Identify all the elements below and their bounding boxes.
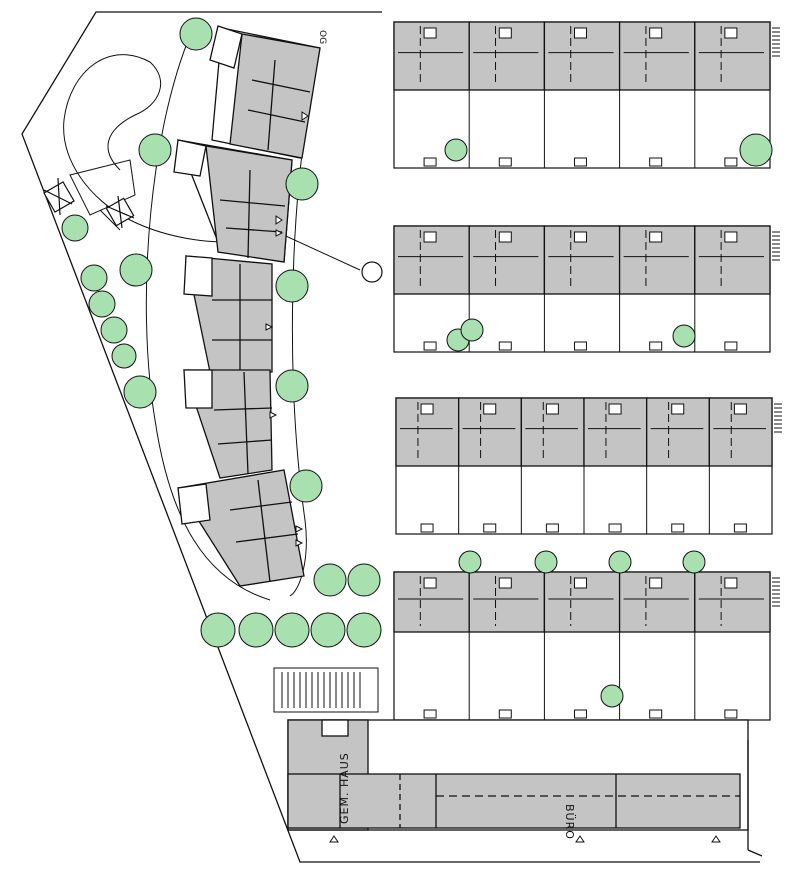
tree xyxy=(100,316,128,344)
tree xyxy=(310,612,346,648)
tree xyxy=(682,550,706,574)
row-house-unit xyxy=(694,225,771,352)
curved-segment-1 xyxy=(209,25,321,159)
trees xyxy=(61,17,773,708)
tree xyxy=(600,684,624,708)
row-house-unit xyxy=(543,225,621,352)
row-house-unit xyxy=(458,397,522,534)
curved-block xyxy=(173,25,321,587)
row-house-row-3 xyxy=(395,397,782,535)
tree xyxy=(111,343,137,369)
stairs-hatching xyxy=(273,667,379,713)
curved-segment-5 xyxy=(176,469,305,587)
row-house-unit xyxy=(618,21,696,168)
tree xyxy=(274,612,310,648)
row-house-unit xyxy=(618,225,696,352)
row-house-unit xyxy=(583,397,648,534)
playground-structure-1 xyxy=(43,177,75,216)
row-house-rows xyxy=(393,21,782,721)
site-boundary xyxy=(21,11,760,863)
community-block xyxy=(287,719,763,857)
tree xyxy=(275,269,309,303)
row-house-row-4 xyxy=(393,571,780,721)
row-house-unit xyxy=(646,397,710,534)
row-house-unit xyxy=(468,571,546,720)
curved-segment-4 xyxy=(183,369,273,479)
row-house-unit xyxy=(694,571,771,720)
row-house-unit xyxy=(694,21,771,168)
row-house-unit xyxy=(543,571,621,720)
tree xyxy=(346,612,382,648)
tree xyxy=(138,133,172,167)
row-house-unit xyxy=(393,225,470,352)
row-house-unit xyxy=(393,21,470,168)
tree xyxy=(289,469,323,503)
row-house-unit xyxy=(543,21,621,168)
office-label: BÜRO xyxy=(563,804,576,840)
stairs-hatching xyxy=(772,27,780,57)
tree xyxy=(88,290,116,318)
entrance-markers xyxy=(265,111,309,547)
playground-structure-2 xyxy=(105,195,135,229)
row-house-unit xyxy=(708,397,773,534)
row-house-unit xyxy=(618,571,696,720)
stairs-hatching xyxy=(772,231,780,261)
row-house-unit xyxy=(520,397,585,534)
tree xyxy=(179,17,213,51)
floor-marker-label: OG xyxy=(317,30,327,44)
tree xyxy=(534,550,558,574)
row-house-unit xyxy=(468,21,546,168)
stairs-hatching xyxy=(774,403,782,433)
tree xyxy=(313,563,347,597)
curved-segment-3 xyxy=(183,255,273,373)
tree xyxy=(123,375,157,409)
tree xyxy=(444,138,468,162)
office-markers xyxy=(329,835,721,843)
curved-segment-2 xyxy=(173,139,293,263)
tree xyxy=(119,253,153,287)
tree xyxy=(739,133,773,167)
tree xyxy=(80,264,108,292)
tree xyxy=(460,318,484,342)
row-house-unit xyxy=(468,225,546,352)
community-house-label: GEM. HAUS xyxy=(338,752,351,824)
tree xyxy=(458,550,482,574)
tree xyxy=(238,612,274,648)
tree xyxy=(672,324,696,348)
tree xyxy=(608,550,632,574)
tree xyxy=(275,369,309,403)
row-house-unit xyxy=(393,571,470,720)
playground xyxy=(63,54,361,271)
circle-marker-icon xyxy=(361,261,383,283)
stairs-hatching xyxy=(772,577,780,607)
tree xyxy=(200,612,236,648)
tree xyxy=(61,214,89,242)
tree xyxy=(347,563,381,597)
tree xyxy=(285,167,319,201)
row-house-unit xyxy=(395,397,460,534)
